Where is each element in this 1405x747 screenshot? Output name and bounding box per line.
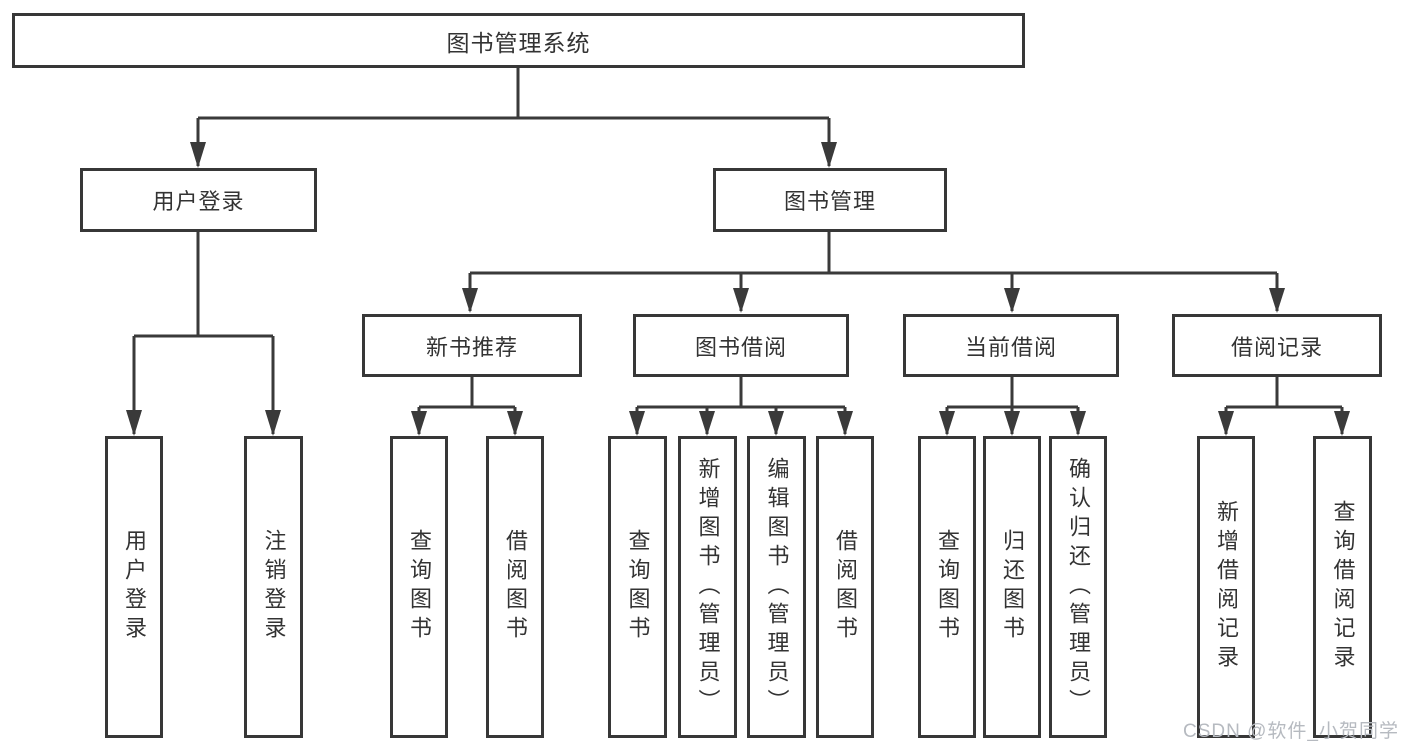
leaf-return-books-label: 归还图书 [1000, 529, 1025, 645]
leaf-query-books-recommend: 查询图书 [390, 436, 448, 738]
node-root-system: 图书管理系统 [12, 13, 1025, 68]
connector-records-to-leaves [1218, 375, 1350, 436]
node-book-borrowing-label: 图书借阅 [694, 334, 787, 360]
leaf-return-books: 归还图书 [983, 436, 1041, 738]
leaf-user-login: 用户登录 [105, 436, 163, 738]
node-root-label: 图书管理系统 [446, 29, 591, 56]
leaf-confirm-return-admin-label: 确认归还（管理员） [1066, 456, 1091, 718]
connector-book-mgmt-to-level3 [462, 232, 1285, 313]
leaf-edit-books-admin: 编辑图书（管理员） [747, 436, 806, 738]
connector-borrowing-to-leaves [629, 377, 853, 436]
node-new-book-recommend-label: 新书推荐 [425, 334, 518, 360]
leaf-query-books-current-label: 查询图书 [935, 529, 960, 645]
leaf-query-books-borrowing-label: 查询图书 [625, 529, 651, 645]
node-current-borrowing-label: 当前借阅 [964, 334, 1057, 360]
leaf-borrow-books: 借阅图书 [816, 436, 874, 738]
csdn-watermark: CSDN @软件_小贺同学 [1183, 721, 1399, 742]
node-current-borrowing: 当前借阅 [903, 314, 1119, 377]
leaf-query-borrow-record: 查询借阅记录 [1313, 436, 1372, 738]
leaf-add-books-admin-label: 新增图书（管理员） [695, 456, 721, 718]
leaf-logout-label: 注销登录 [261, 529, 287, 645]
node-new-book-recommend: 新书推荐 [362, 314, 582, 377]
node-book-borrowing: 图书借阅 [633, 314, 849, 377]
leaf-query-books-current: 查询图书 [918, 436, 976, 738]
leaf-query-borrow-record-label: 查询借阅记录 [1330, 500, 1356, 674]
node-borrowing-records: 借阅记录 [1172, 314, 1382, 377]
node-book-management-label: 图书管理 [783, 189, 876, 214]
leaf-edit-books-admin-label: 编辑图书（管理员） [764, 456, 790, 718]
node-user-login-label: 用户登录 [152, 189, 245, 214]
leaf-add-books-admin: 新增图书（管理员） [678, 436, 737, 738]
connector-current-to-leaves [939, 377, 1086, 436]
leaf-query-books-borrowing: 查询图书 [608, 436, 667, 738]
connector-root-to-level2 [190, 68, 837, 168]
leaf-query-books-recommend-label: 查询图书 [407, 529, 432, 645]
leaf-logout: 注销登录 [244, 436, 303, 738]
leaf-borrow-books-label: 借阅图书 [833, 529, 858, 645]
leaf-confirm-return-admin: 确认归还（管理员） [1049, 436, 1107, 738]
leaf-add-borrow-record: 新增借阅记录 [1197, 436, 1255, 738]
leaf-add-borrow-record-label: 新增借阅记录 [1214, 500, 1239, 674]
leaf-borrow-books-recommend-label: 借阅图书 [503, 529, 528, 645]
node-borrowing-records-label: 借阅记录 [1230, 334, 1323, 360]
connector-new-books-to-leaves [411, 377, 523, 436]
leaf-borrow-books-recommend: 借阅图书 [486, 436, 544, 738]
node-book-management: 图书管理 [713, 168, 947, 232]
leaf-user-login-label: 用户登录 [122, 529, 147, 645]
node-user-login: 用户登录 [80, 168, 317, 232]
connector-user-login-to-leaves [126, 232, 281, 436]
